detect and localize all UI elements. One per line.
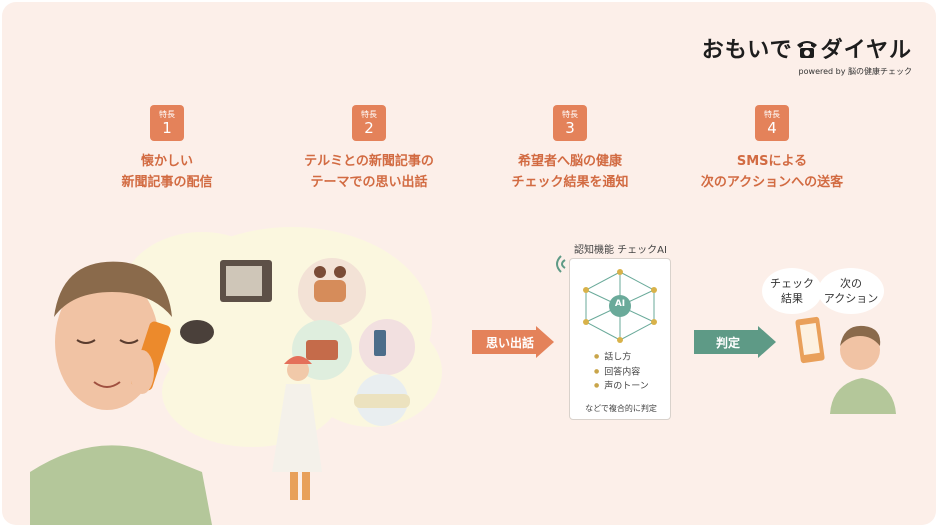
list-item: 話し方 [594, 350, 649, 365]
speech-bubble-next-action: 次の アクション [818, 268, 884, 314]
ai-network-graphic [583, 269, 657, 343]
ai-center-label: AI [614, 299, 626, 309]
feature-4: 特長 4 SMSによる 次のアクションへの送客 [662, 105, 882, 193]
feature-line: チェック結果を通知 [511, 175, 629, 190]
speech-bubble-check-result: チェック 結果 [762, 268, 822, 314]
feature-badge: 特長 3 [553, 105, 587, 141]
feature-2: 特長 2 テルミとの新聞記事の テーマでの思い出話 [259, 105, 479, 193]
ai-note: などで複合的に判定 [585, 404, 657, 413]
ai-panel-title: 認知機能 チェックAI [574, 245, 667, 256]
rotary-phone-icon [180, 320, 214, 344]
memories-illustration [30, 227, 442, 525]
feature-line: 次のアクションへの送客 [700, 175, 844, 190]
man-on-phone [30, 261, 212, 525]
feature-line: 懐かしい [140, 154, 193, 169]
brand-logo: おもいで ダイヤル powered by 脳の健康チェック [702, 32, 912, 77]
list-item: 回答内容 [594, 365, 649, 380]
flow-arrow-2 [694, 326, 776, 358]
feature-line: テーマでの思い出話 [310, 175, 428, 190]
logo-subtitle: powered by 脳の健康チェック [798, 67, 912, 76]
logo-text-right: ダイヤル [820, 38, 912, 63]
person-with-phone-illustration [795, 316, 896, 414]
telephone-icon [796, 41, 817, 58]
ai-criteria-list: 話し方 回答内容 声のトーン [594, 350, 649, 394]
list-item: 声のトーン [594, 379, 649, 394]
feature-line: SMSによる [736, 154, 808, 169]
flow-arrow-1-label: 思い出話 [486, 335, 535, 350]
flow-arrow-1 [472, 326, 554, 358]
feature-1: 特長 1 懐かしい 新聞記事の配信 [57, 105, 277, 193]
feature-line: 希望者へ脳の健康 [517, 154, 622, 169]
feature-line: 新聞記事の配信 [121, 175, 213, 190]
feature-badge: 特長 4 [755, 105, 789, 141]
old-tv-icon [220, 260, 272, 302]
woman-figure [272, 356, 322, 500]
feature-3: 特長 3 希望者へ脳の健康 チェック結果を通知 [460, 105, 680, 193]
feature-badge: 特長 2 [352, 105, 386, 141]
feature-badge: 特長 1 [150, 105, 184, 141]
signal-waves-icon [556, 255, 566, 273]
logo-text-left: おもいで [701, 38, 793, 63]
feature-line: テルミとの新聞記事の [304, 154, 434, 169]
cellphone-memory-icon [359, 319, 415, 375]
flow-arrow-2-label: 判定 [716, 335, 741, 350]
